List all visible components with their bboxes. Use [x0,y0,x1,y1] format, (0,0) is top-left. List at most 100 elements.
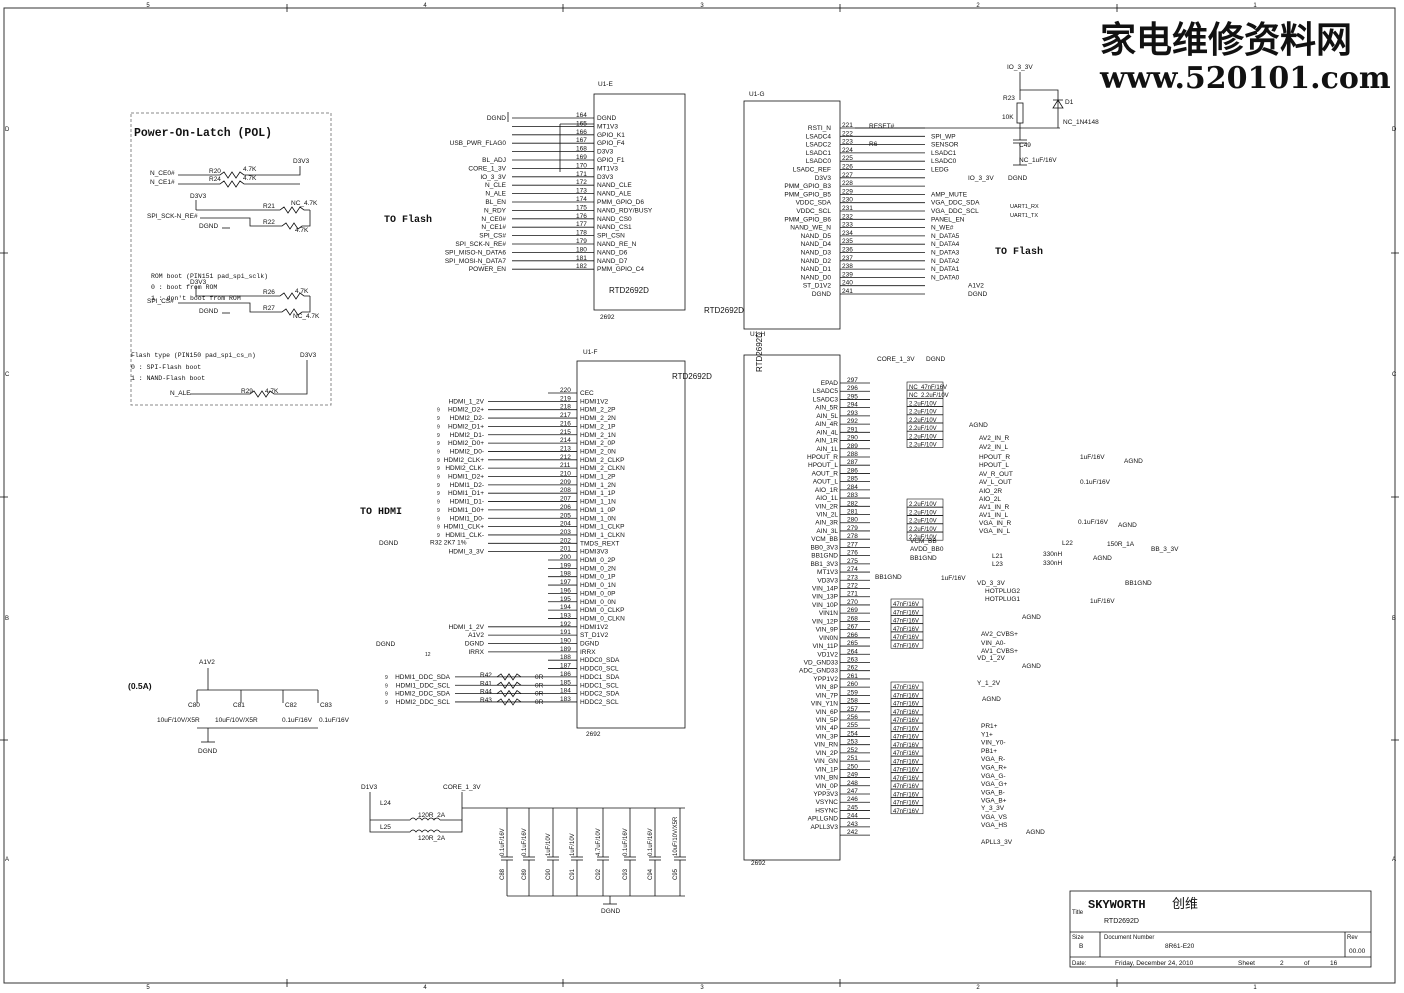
chip-h-foot: 2692 [751,860,766,867]
net-label: SPI_WP [931,133,956,140]
pin-number: 168 [576,146,587,153]
pin-number: 172 [576,179,587,186]
pin-number: 276 [847,550,858,557]
net-label: N_DATA5 [931,233,960,240]
row-label-left: A [5,857,9,863]
net-label: HPOUT_R [979,454,1010,461]
flash-opt0: 0 : SPI-Flash boot [131,364,201,371]
inductor-val: 330nH [1043,560,1062,567]
sheet-ref: 9 [437,408,440,414]
cap-value: 1uF/16V [941,575,966,582]
pin-number: 228 [842,180,853,187]
size-label: Size [1072,935,1084,941]
rom-opt0: 0 : boot from ROM [151,284,217,291]
cap-symbol [906,439,944,448]
net-label: HDMI1_DDC_SDA [395,674,451,681]
net-label: VIN_Y0- [981,740,1006,747]
pin-name: VIN_2R [815,503,838,510]
pin-name: VIN_7P [816,692,838,699]
net-label: HDMI1_D2- [450,482,484,489]
r23-val: 10K [1002,114,1014,121]
resistor-symbol [496,681,522,689]
res-val: 4.7K [295,288,309,295]
pin-name: VDDC_SCL [796,208,831,215]
pin-number: 178 [576,230,587,237]
cap-value: 47nF/16V [893,610,919,616]
pin-number: 271 [847,591,858,598]
pin-name: HDMI_0_1N [580,582,616,589]
uart-tx: UART1_TX [1010,213,1038,219]
net-label: PB1+ [981,748,997,755]
pin-number: 167 [576,137,587,144]
net-label: Y1+ [981,731,993,738]
net-label: VGA_G- [981,773,1006,780]
agnd-label: AGND [1026,829,1045,836]
rom-opt1: 1 : don't boot from ROM [151,295,241,302]
pin-name: DGND [580,641,599,648]
res-ref: R29 [241,388,253,395]
cap-symbol [906,515,944,524]
chip-g-part: RTD2692D [704,306,744,315]
net-label: N_RDY [484,207,507,214]
pin-number: 187 [560,663,571,670]
cap-value: 1uF/10V [570,833,576,856]
total-value: 16 [1330,960,1338,967]
net-label: N_DATA0 [931,274,960,281]
chip-h-ref: U1-H [750,331,765,338]
net-label: HDMI2_D1+ [448,423,484,430]
pin-name: HDMI_2_2N [580,415,616,422]
pin-number: 219 [560,395,571,402]
pin-number: 251 [847,755,858,762]
pin-number: 181 [576,255,587,262]
pin-number: 215 [560,429,571,436]
to-flash-left: TO Flash [384,214,432,226]
pin-number: 244 [847,813,858,820]
pin-number: 179 [576,238,587,245]
cap-ref: C89 [522,868,528,880]
net-label: HDMI2_DDC_SCL [396,699,451,706]
pin-name: HDMI_1_2N [580,482,616,489]
company-name-cn: 创维 [1172,896,1198,911]
pin-number: 190 [560,638,571,645]
pin-name: NAND_ALE [597,191,632,198]
pin-number: 254 [847,730,858,737]
pin-name: VIN_13P [812,594,838,601]
bb1gnd-label: BB1GND [875,574,902,581]
net-label: VGA_VS [981,814,1008,821]
pin-number: 229 [842,188,853,195]
net-label: SPI_SCK-N_RE# [455,241,506,248]
chip-e-part: RTD2692D [609,286,649,295]
net-label: AV_R_OUT [979,471,1013,478]
net-label: HDMI2_D0+ [448,440,484,447]
pin-number: 290 [847,435,858,442]
cap-ref: C81 [233,702,245,709]
pin-number: 256 [847,714,858,721]
net-label: DGND [465,641,484,648]
net-label: AV2_CVBS+ [981,631,1018,638]
pin-number: 216 [560,420,571,427]
pol-net: D3V3 [300,352,317,359]
cap-value: 2.2uF/10V [909,410,937,416]
cap-value: 2.2uF/10V [909,443,937,449]
cap-ref: C95 [673,868,679,880]
pin-number: 217 [560,412,571,419]
sheet-ref: 9 [437,508,440,514]
avdd-label: AVDD_BB0 [910,546,944,553]
net-label: DGND [487,115,506,122]
res-val: 4.7K [243,175,257,182]
pin-number: 295 [847,393,858,400]
pin-name: NAND_D6 [597,249,628,256]
net-label: N_CE0# [481,216,506,223]
sheet-label: Sheet [1238,960,1255,967]
c49-val: NC_1uF/16V [1019,157,1057,164]
row-label-left: D [5,127,10,133]
pin-name: HDMI_0_0P [580,590,615,597]
col-label-top: 4 [423,3,427,9]
pin-name: HDMI_1_1P [580,490,615,497]
col-label-top: 5 [146,3,150,9]
pin-name: VIN_BN [815,775,839,782]
pin-number: 199 [560,562,571,569]
pin-number: 197 [560,579,571,586]
pin-number: 186 [560,671,571,678]
pin-name: VD_GND33 [804,659,839,666]
